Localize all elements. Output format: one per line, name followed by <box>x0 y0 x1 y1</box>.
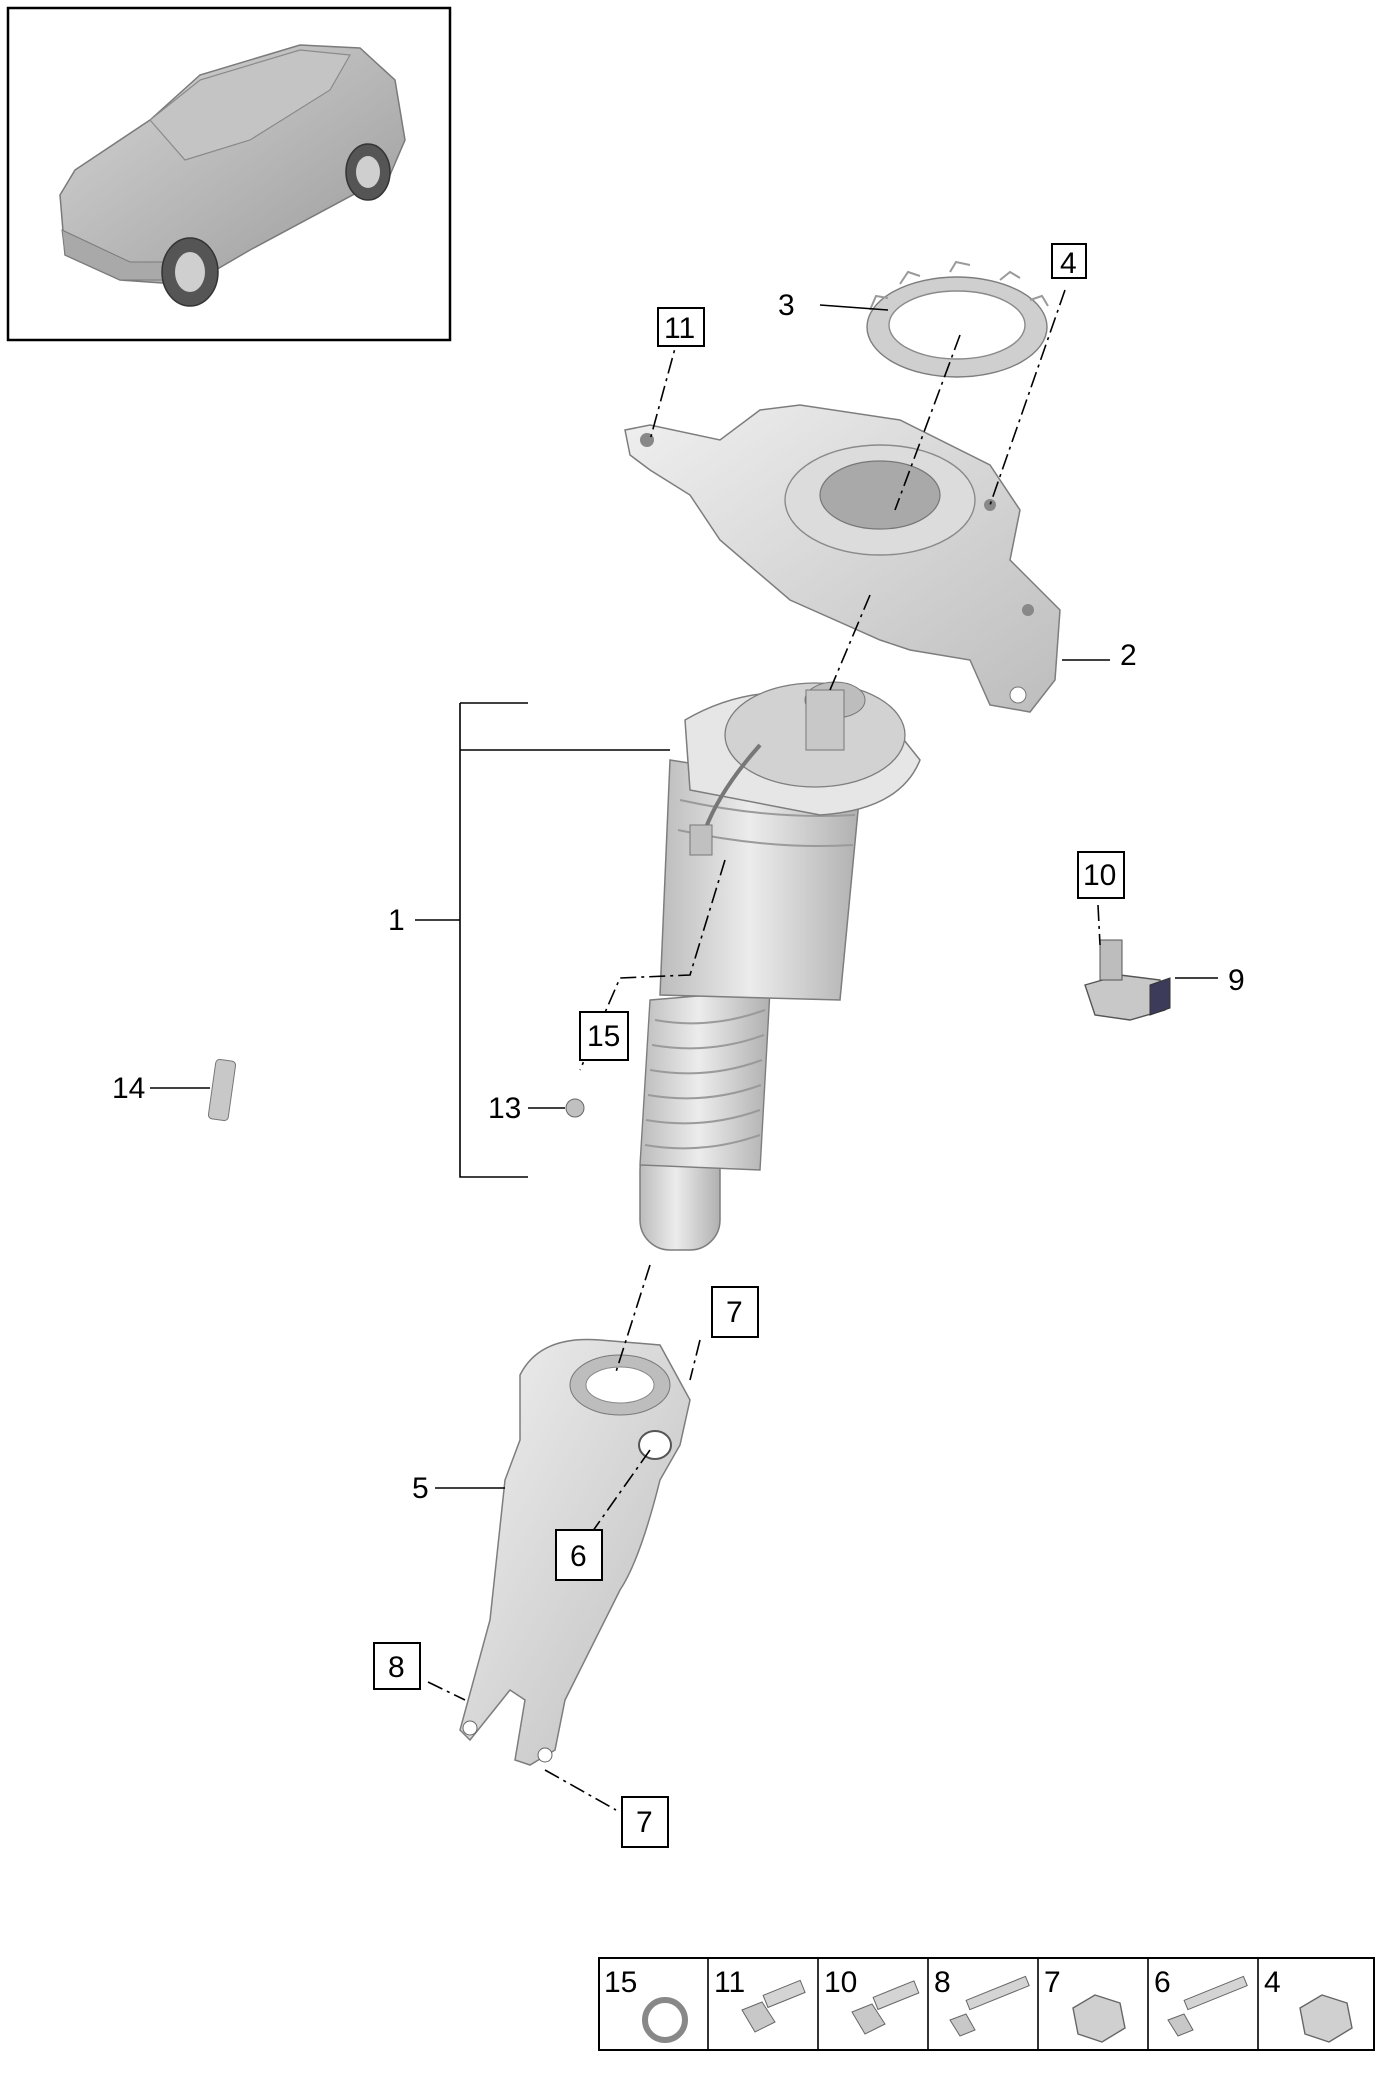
legend-label-11: 11 <box>714 1966 745 1999</box>
callout-10-box: 10 <box>1077 851 1125 899</box>
callout-15: 15 <box>587 1020 620 1053</box>
legend-cell-15: 15 <box>604 1966 688 2043</box>
callout-7a-box: 7 <box>711 1286 759 1338</box>
legend-cell-6: 6 <box>1154 1966 1248 2037</box>
legend-cell-7: 7 <box>1044 1966 1126 2043</box>
legend-cell-11: 11 <box>714 1966 806 2033</box>
washer-icon <box>642 1997 688 2043</box>
legend-strip: 15 11 10 8 7 <box>598 1957 1375 2051</box>
legend-cell-4: 4 <box>1264 1966 1353 2043</box>
callout-13: 13 <box>488 1092 521 1125</box>
nut-icon <box>1299 1994 1353 2043</box>
callout-14: 14 <box>112 1072 145 1105</box>
nut-icon <box>1072 1994 1126 2043</box>
assembly-lines <box>427 289 1101 1811</box>
bolt-icon <box>949 1975 1030 2037</box>
legend-label-10: 10 <box>824 1966 857 1999</box>
part-13-valve <box>565 1098 585 1118</box>
callout-8: 8 <box>388 1651 405 1684</box>
callout-11-box: 11 <box>657 307 705 347</box>
callout-11: 11 <box>664 312 695 345</box>
bolt-icon <box>1167 1975 1248 2037</box>
legend-label-8: 8 <box>934 1966 951 1999</box>
part-14-bolt <box>207 1058 237 1122</box>
part-3-ring-nut <box>866 260 1049 378</box>
callout-2: 2 <box>1120 639 1137 672</box>
legend-label-15: 15 <box>604 1966 637 1999</box>
legend-label-7: 7 <box>1044 1966 1061 1999</box>
callout-9: 9 <box>1228 964 1245 997</box>
part-1-bracket <box>415 702 670 1178</box>
callout-4: 4 <box>1060 247 1077 280</box>
vehicle-thumbnail <box>6 6 452 342</box>
callout-1: 1 <box>388 904 405 937</box>
bolt-icon <box>741 1979 806 2033</box>
leader-lines <box>150 304 1218 1489</box>
callout-5: 5 <box>412 1472 429 1505</box>
suv-car-icon <box>59 44 406 307</box>
part-2-upper-mount <box>624 404 1061 713</box>
bolt-icon <box>851 1980 920 2035</box>
callout-6-box: 6 <box>555 1529 603 1581</box>
callout-6: 6 <box>570 1540 587 1573</box>
callout-3: 3 <box>778 289 795 322</box>
callout-7-upper: 7 <box>726 1296 743 1329</box>
legend-cell-8: 8 <box>934 1966 1030 2037</box>
part-9-sensor <box>1084 939 1171 1021</box>
callout-10: 10 <box>1083 859 1116 892</box>
callout-4-box: 4 <box>1051 243 1087 280</box>
callout-15-box: 15 <box>579 1011 629 1061</box>
legend-label-4: 4 <box>1264 1966 1281 1999</box>
callout-8-box: 8 <box>373 1642 421 1690</box>
callout-7-lower: 7 <box>636 1806 653 1839</box>
legend-cell-10: 10 <box>824 1966 920 2035</box>
legend-label-6: 6 <box>1154 1966 1171 1999</box>
callout-7b-box: 7 <box>621 1796 669 1848</box>
part-1-air-strut <box>639 681 921 1251</box>
